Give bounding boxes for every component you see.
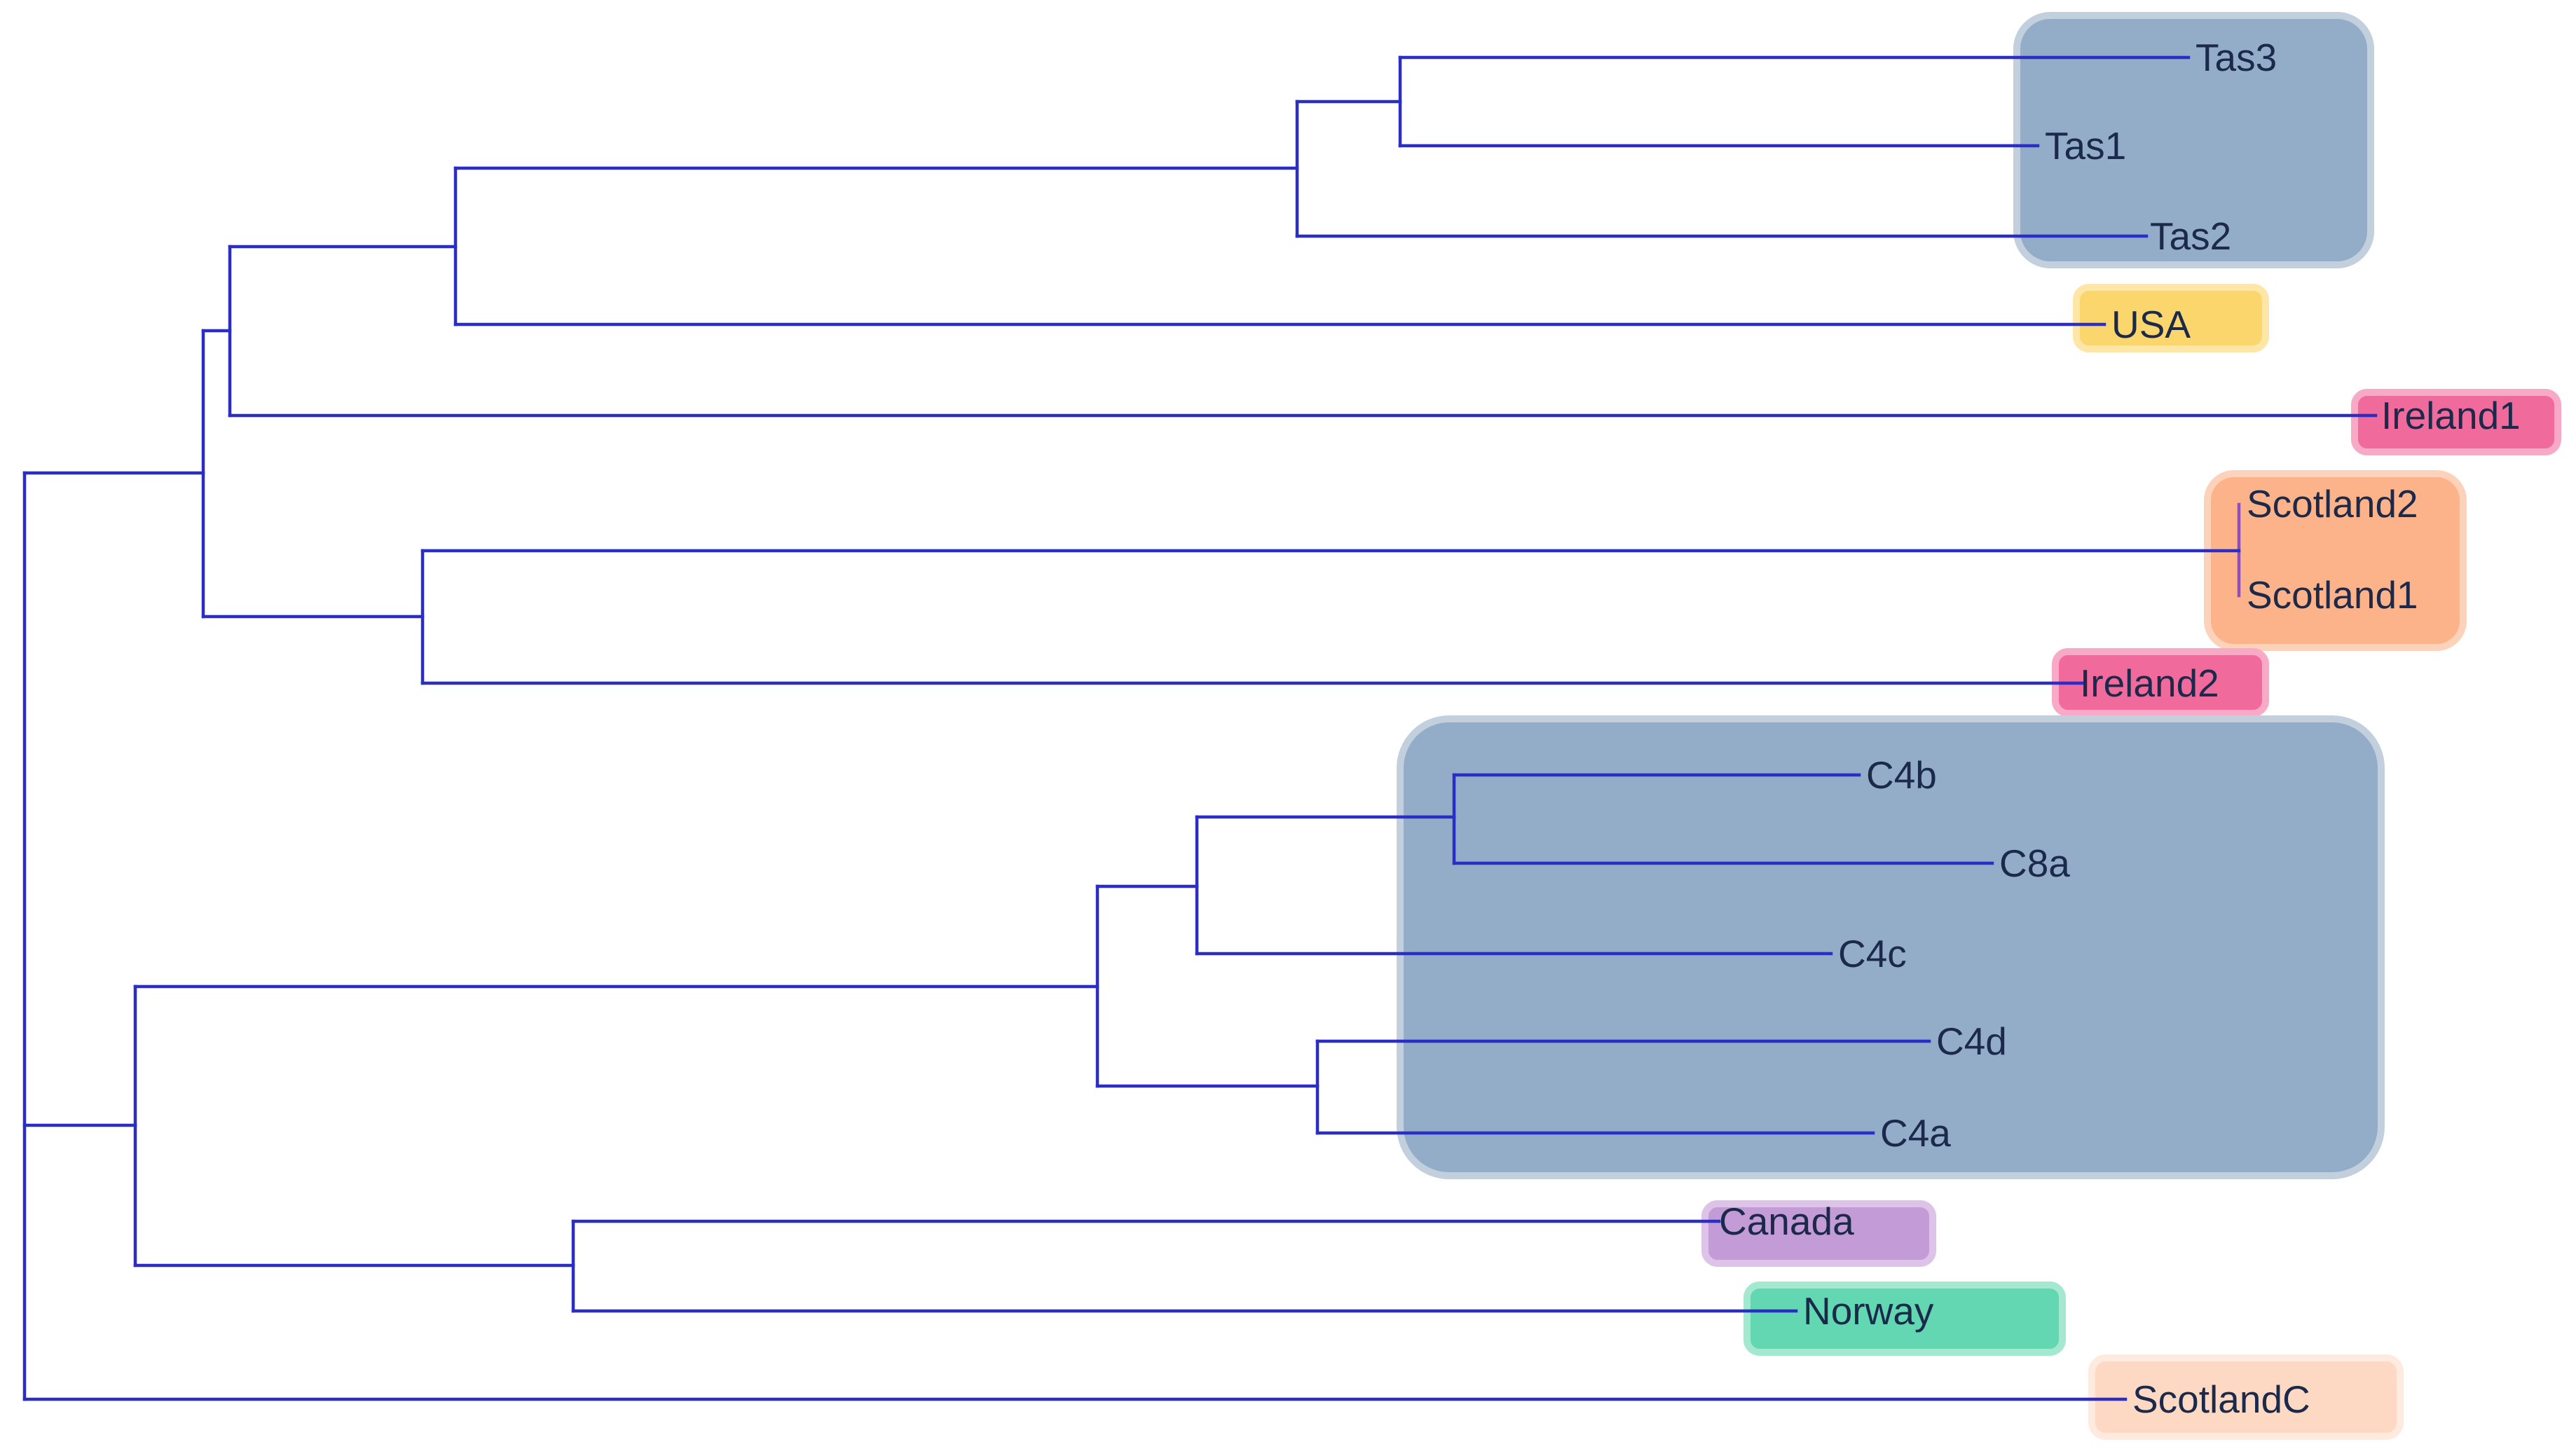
- tip-label-tas2: Tas2: [2150, 214, 2231, 258]
- tip-label-norway: Norway: [1803, 1289, 1934, 1333]
- c-group-highlight: [1397, 715, 2385, 1179]
- tip-label-scotlandc: ScotlandC: [2132, 1378, 2310, 1421]
- canada-highlight: [1701, 1200, 1936, 1267]
- tip-label-ireland2: Ireland2: [2080, 661, 2219, 705]
- tip-label-scotland1: Scotland1: [2247, 573, 2418, 617]
- tip-label-c4b: C4b: [1866, 753, 1937, 797]
- tip-label-c8a: C8a: [1999, 842, 2070, 885]
- tip-label-c4a: C4a: [1880, 1111, 1951, 1155]
- tip-label-canada: Canada: [1719, 1200, 1854, 1243]
- tip-labels: Tas3 Tas1 Tas2 USA Ireland1 Scotland2 Sc…: [1719, 36, 2521, 1421]
- tip-label-c4c: C4c: [1838, 932, 1907, 975]
- ireland1-highlight: [2351, 389, 2561, 455]
- usa-highlight: [2073, 284, 2269, 352]
- tip-label-tas1: Tas1: [2045, 124, 2126, 167]
- norway-highlight: [1743, 1282, 2066, 1356]
- scotland-group-highlight: [2204, 470, 2467, 651]
- tip-label-usa: USA: [2111, 303, 2191, 346]
- scotlandc-highlight: [2088, 1354, 2404, 1440]
- tip-label-ireland1: Ireland1: [2381, 394, 2521, 437]
- tas-group-highlight: [2013, 12, 2374, 268]
- tree-branches: [22, 55, 2378, 1401]
- tip-label-tas3: Tas3: [2195, 36, 2277, 79]
- tip-label-scotland2: Scotland2: [2247, 482, 2418, 526]
- tip-label-c4d: C4d: [1936, 1019, 2007, 1063]
- highlight-boxes: [1397, 12, 2561, 1440]
